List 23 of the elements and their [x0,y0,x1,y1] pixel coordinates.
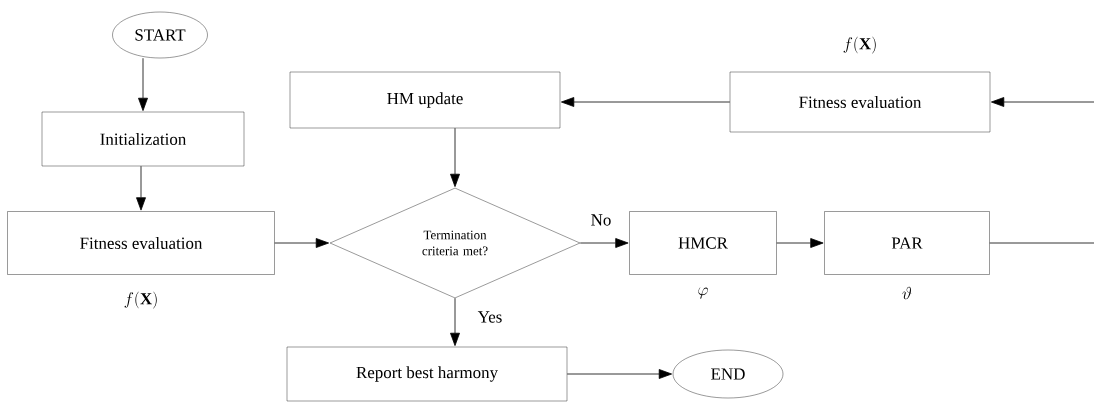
formula-label: $\varphi$ [698,287,708,299]
process-box: Report best harmony [286,346,568,402]
process-box: Initialization [41,111,245,167]
process-box: Fitness evaluation [729,71,991,133]
arrow [566,369,672,379]
process-box: PAR [824,211,990,275]
arrow [136,165,146,211]
process-box: Fitness evaluation [7,211,275,275]
arrow [274,238,329,248]
formula-label: $f(\mathbf{X})$ [843,36,876,54]
edge-label: Yes [476,310,504,324]
process-box: HMCR [629,211,777,275]
arrow [138,57,148,112]
arrow [450,127,460,187]
formula-label: $\vartheta$ [902,286,912,300]
arrow [450,297,460,346]
arrow [776,238,824,248]
edge-label: No [589,213,613,227]
process-box: HM update [289,71,561,129]
arrow [991,97,1094,107]
arrow [579,238,629,248]
formula-label: $f(\mathbf{X})$ [124,291,157,309]
arrow [561,97,731,107]
